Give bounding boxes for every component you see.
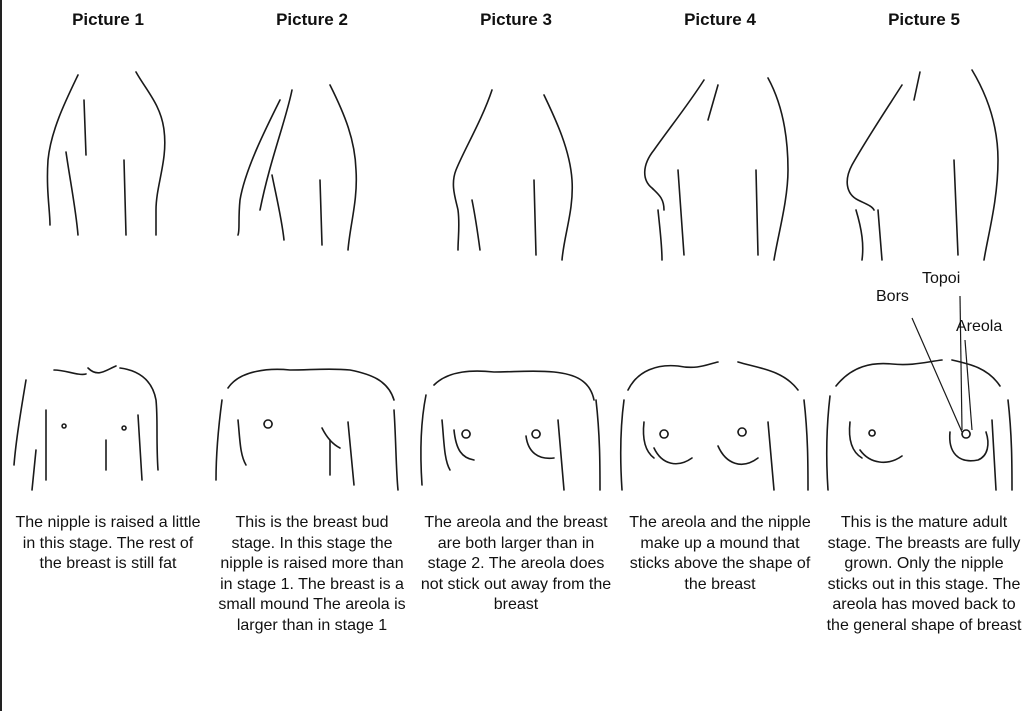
stage-3-title: Picture 3: [414, 10, 618, 30]
stage-5-front-view-illustration: [822, 340, 1026, 500]
stage-4-side-view-illustration: [618, 60, 822, 270]
stage-3-column: Picture 3 The areola and the breast are …: [414, 0, 618, 711]
stage-5-description: This is the mature adult stage. The brea…: [826, 513, 1022, 636]
stage-3-front-view-illustration: [414, 340, 618, 500]
stage-2-title: Picture 2: [210, 10, 414, 30]
stage-5-title: Picture 5: [822, 10, 1026, 30]
stage-2-side-view-illustration: [210, 60, 414, 270]
stage-3-description: The areola and the breast are both large…: [418, 513, 614, 616]
breast-callout-label: Bors: [876, 288, 909, 306]
stage-2-front-view-illustration: [210, 340, 414, 500]
stage-1-title: Picture 1: [6, 10, 210, 30]
stage-2-description: This is the breast bud stage. In this st…: [214, 513, 410, 636]
stage-4-title: Picture 4: [618, 10, 822, 30]
stage-3-side-view-illustration: [414, 60, 618, 270]
stage-1-description: The nipple is raised a little in this st…: [10, 513, 206, 575]
stage-4-front-view-illustration: [618, 340, 822, 500]
stage-4-description: The areola and the nipple make up a moun…: [622, 513, 818, 595]
left-border: [0, 0, 2, 711]
nipple-callout-label: Topoi: [922, 270, 960, 288]
stage-1-column: Picture 1 The nipple is raised a little …: [6, 0, 210, 711]
stage-5-side-view-illustration: [822, 60, 1026, 270]
areola-callout-label: Areola: [956, 318, 1002, 336]
stage-1-front-view-illustration: [6, 340, 210, 500]
stage-5-column: Picture 5 This is the mature adult stage…: [822, 0, 1026, 711]
stage-1-side-view-illustration: [6, 60, 210, 270]
stage-4-column: Picture 4 The areola and the nipple make…: [618, 0, 822, 711]
stage-2-column: Picture 2 This is the breast bud stage. …: [210, 0, 414, 711]
